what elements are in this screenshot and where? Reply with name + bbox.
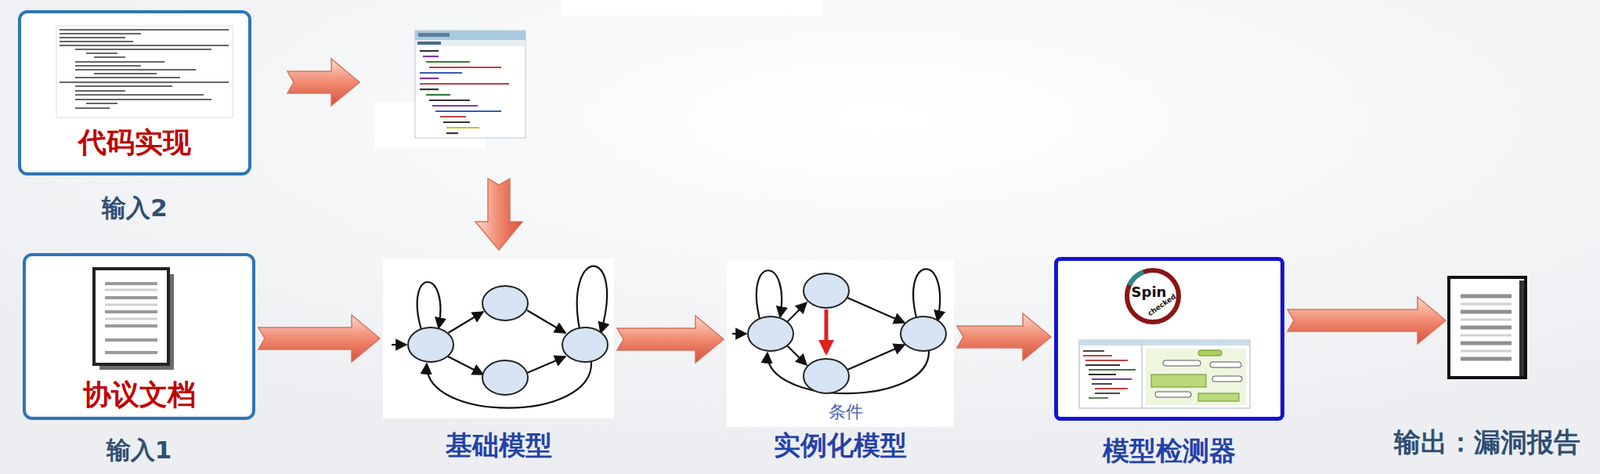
- output-label: 输出：漏洞报告: [1394, 426, 1581, 459]
- checker-box: 模型检测器: [1054, 256, 1285, 421]
- stage-label: 模型检测器: [1102, 434, 1236, 467]
- block-arrow: [957, 313, 1052, 361]
- checker-screenshot: [1079, 339, 1250, 409]
- input-label: 输入1: [106, 435, 173, 465]
- model-figure: 实例化模型: [726, 260, 954, 417]
- box-title: 代码实现: [78, 125, 192, 159]
- block-arrow: [287, 58, 360, 106]
- spin-logo: [1126, 270, 1179, 322]
- logo-text: Spin: [1131, 284, 1167, 300]
- box-fill: [1056, 259, 1283, 419]
- block-arrow: [1287, 296, 1446, 344]
- input-box: 协议文档输入1: [22, 252, 256, 420]
- stage-label: 实例化模型: [773, 429, 907, 462]
- state-graph: [726, 260, 954, 427]
- stage-label: 基础模型: [445, 429, 553, 462]
- state-graph: [382, 258, 614, 419]
- block-arrow: [617, 315, 724, 363]
- model-figure: 基础模型: [382, 258, 614, 419]
- box-fill: [24, 254, 254, 416]
- box-title: 协议文档: [83, 377, 196, 412]
- promela-screenshot: [415, 30, 526, 138]
- document-icon: [93, 268, 174, 370]
- report-icon: [1448, 277, 1526, 378]
- box-fill: [19, 11, 250, 174]
- condition-label: 条件: [828, 402, 864, 422]
- block-arrow: [475, 178, 523, 250]
- code-image: [56, 25, 233, 118]
- report-figure: 输出：漏洞报告: [1448, 277, 1526, 378]
- input-label: 输入2: [101, 193, 168, 223]
- block-arrow: [258, 314, 380, 362]
- input-box: 代码实现输入2: [18, 10, 252, 176]
- white-strip: [561, 0, 822, 16]
